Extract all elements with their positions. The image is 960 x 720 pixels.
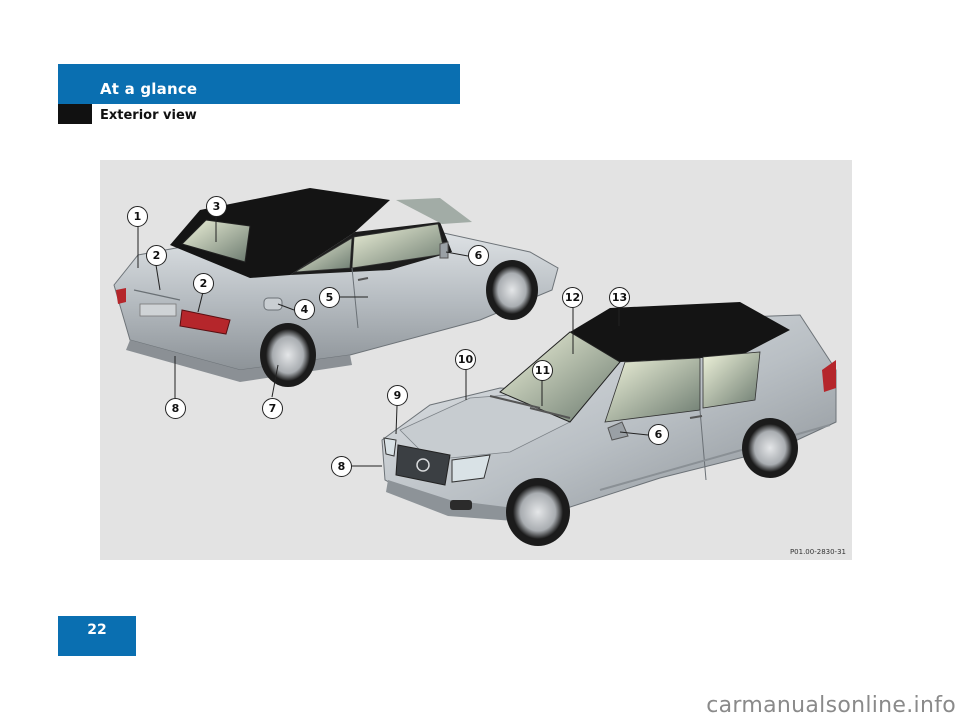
car-drawing: P01.00-2830-31 bbox=[113, 188, 846, 556]
page-number: 22 bbox=[87, 622, 107, 638]
callout-6: 6 bbox=[468, 245, 489, 266]
callout-9: 9 bbox=[387, 385, 408, 406]
page-number-tab: 22 bbox=[58, 616, 136, 656]
car-front-view bbox=[381, 302, 837, 546]
callout-1: 1 bbox=[127, 206, 148, 227]
callout-3: 3 bbox=[206, 196, 227, 217]
callout-13: 13 bbox=[609, 287, 630, 308]
callout-5: 5 bbox=[319, 287, 340, 308]
callout-8: 8 bbox=[165, 398, 186, 419]
callout-10: 10 bbox=[455, 349, 476, 370]
callout-11: 11 bbox=[532, 360, 553, 381]
callout-2: 2 bbox=[146, 245, 167, 266]
callout-4: 4 bbox=[294, 299, 315, 320]
figure-ref: P01.00-2830-31 bbox=[790, 548, 846, 556]
exterior-illustration: P01.00-2830-31 1 2 3 2 4 5 6 7 8 9 10 11… bbox=[100, 160, 852, 560]
callout-12: 12 bbox=[562, 287, 583, 308]
callout-2: 2 bbox=[193, 273, 214, 294]
section-marker bbox=[58, 104, 92, 124]
car-rear-view bbox=[113, 188, 559, 387]
callout-7: 7 bbox=[262, 398, 283, 419]
section-title: At a glance bbox=[100, 80, 198, 98]
leader-lines bbox=[137, 216, 649, 467]
callout-6: 6 bbox=[648, 424, 669, 445]
callout-8: 8 bbox=[331, 456, 352, 477]
header-bar bbox=[58, 64, 460, 104]
subsection-title: Exterior view bbox=[100, 108, 197, 123]
watermark: carmanualsonline.info bbox=[706, 693, 956, 718]
